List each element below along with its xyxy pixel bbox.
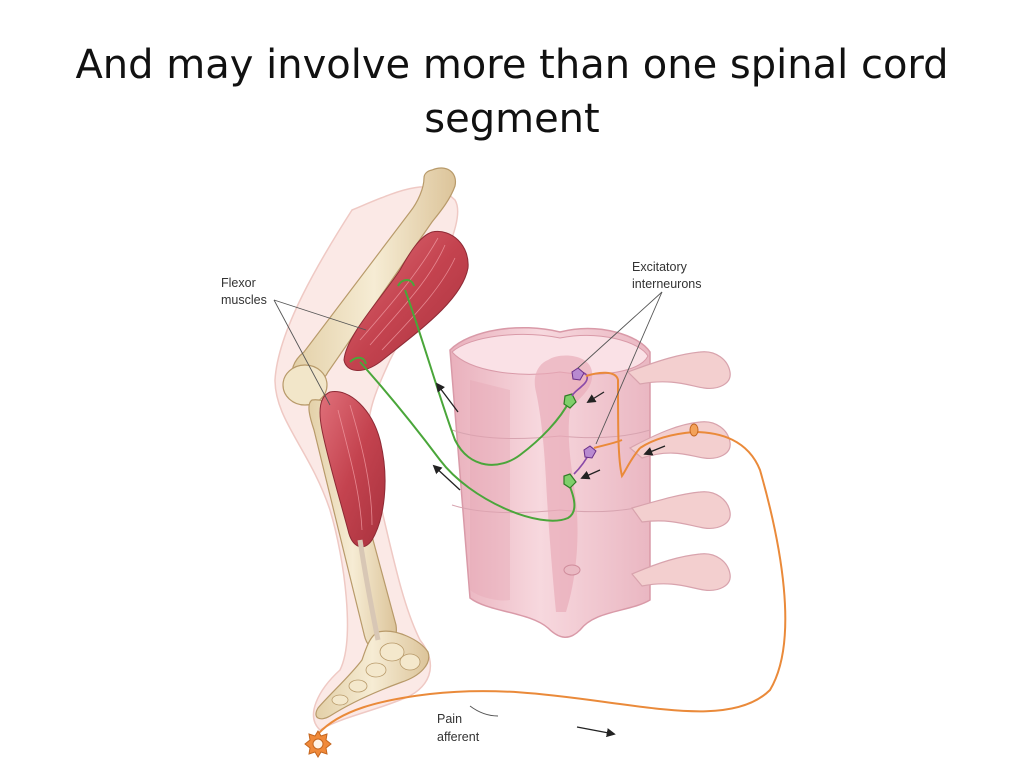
- slide-title: And may involve more than one spinal cor…: [0, 38, 1024, 146]
- motor-axon-lower: [359, 361, 576, 522]
- leg-illustration: [274, 167, 469, 731]
- spinal-cord-top-face: [451, 333, 649, 375]
- thigh-flexor-muscle: [343, 230, 469, 371]
- arrow-afferent-entry: [643, 445, 666, 456]
- arrow-motor-upper: [435, 382, 459, 413]
- arrow-afferent-bottom: [576, 726, 616, 738]
- interneuron-soma-lower: [583, 445, 597, 459]
- knee-joint: [282, 364, 328, 406]
- pain-afferent-lower-branch: [593, 439, 623, 449]
- arrow-motor-lower: [432, 464, 461, 491]
- nerve-root-1: [626, 351, 731, 389]
- motor-neurons: [349, 279, 576, 522]
- direction-arrows: [432, 382, 666, 738]
- pain-afferent-axon: [317, 430, 787, 735]
- title-line-2: segment: [424, 96, 600, 142]
- motor-neuron-soma-lower: [563, 473, 577, 489]
- pain-afferent: [317, 371, 787, 735]
- pain-receptor-icon: [304, 730, 332, 758]
- motor-axon-upper: [404, 289, 571, 466]
- label-pain-afferent-line2: afferent: [437, 730, 480, 744]
- label-excitatory-interneurons-line1: Excitatory: [632, 260, 688, 274]
- motor-endplate-calf: [349, 356, 367, 365]
- cord-shading: [470, 380, 510, 601]
- title-line-1: And may involve more than one spinal cor…: [75, 42, 949, 88]
- motor-neuron-somas: [563, 393, 577, 489]
- label-excitatory-interneurons-line2: interneurons: [632, 277, 702, 291]
- muscle-striations: [337, 237, 456, 531]
- arrow-interneuron-lower: [580, 469, 601, 480]
- nerve-roots: [626, 351, 731, 591]
- label-flexor-muscles-line1: Flexor: [221, 276, 256, 290]
- leader-lines: [273, 291, 663, 717]
- motor-endplate-thigh: [397, 279, 415, 287]
- interneuron-soma-upper: [571, 367, 585, 381]
- foot-tarsal-bones: [331, 642, 421, 706]
- nerve-root-4: [631, 553, 731, 591]
- nerve-root-2: [628, 421, 731, 459]
- excitatory-interneurons: [571, 367, 597, 475]
- achilles-tendon: [357, 539, 381, 641]
- label-flexor-muscles-line2: muscles: [221, 293, 267, 307]
- label-pain-afferent-line1: Pain: [437, 712, 462, 726]
- central-canal: [563, 564, 581, 576]
- nerve-root-3: [631, 491, 731, 529]
- arrow-interneuron-upper: [586, 391, 605, 403]
- motor-neuron-soma-upper: [563, 393, 577, 409]
- dorsal-root-ganglion: [689, 423, 699, 437]
